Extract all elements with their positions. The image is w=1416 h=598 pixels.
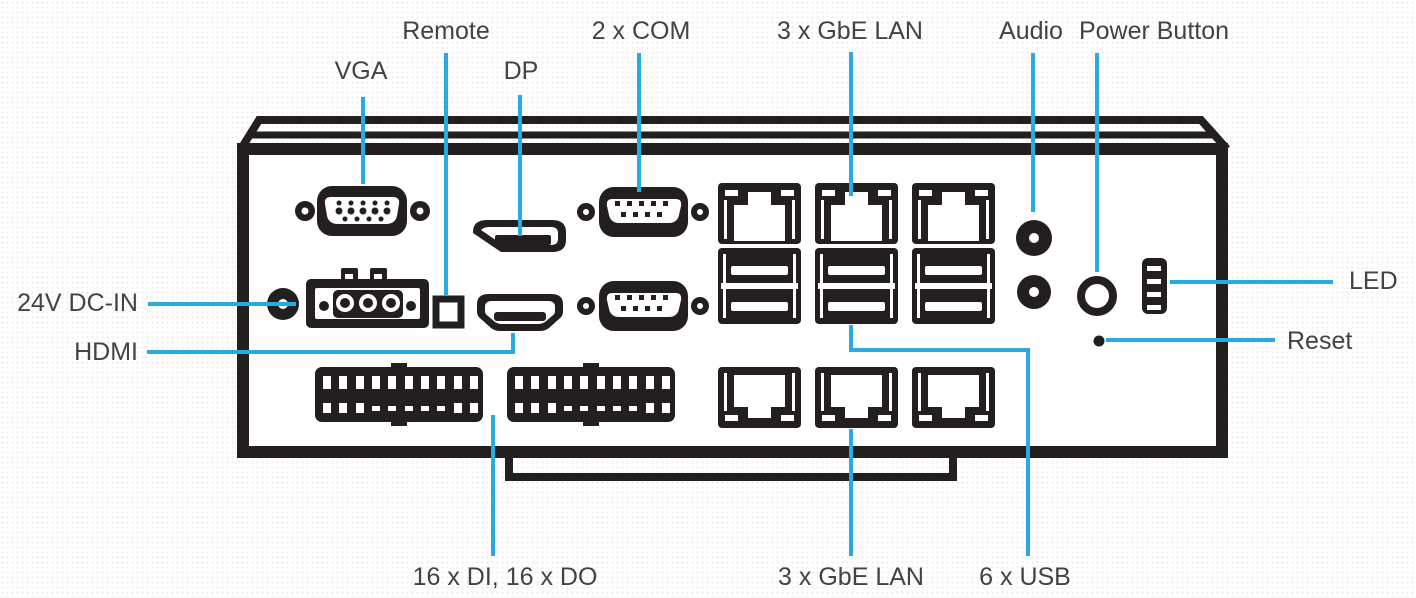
lan-port-top-2: [815, 183, 898, 244]
lan-port-bottom-2: [815, 367, 898, 428]
usb-stack-2: [815, 248, 898, 324]
reset-hole: [1093, 335, 1105, 347]
callout-hdmi: HDMI: [74, 338, 138, 366]
callout-leader-lines: [147, 52, 1333, 556]
callout-remote: Remote: [402, 17, 490, 45]
callout-power-button: Power Button: [1078, 17, 1230, 45]
vga-connector: [295, 186, 430, 236]
callout-reset: Reset: [1287, 327, 1353, 355]
power-button: [1077, 276, 1117, 316]
leader-hdmi: [147, 333, 515, 354]
chassis-foot: [505, 452, 957, 481]
usb-stack-3: [912, 248, 995, 324]
callout-vga: VGA: [334, 57, 388, 85]
lan-port-bottom-1: [718, 367, 801, 428]
dio-terminal-block-2: [507, 363, 675, 426]
audio-jacks: [1016, 220, 1052, 309]
callout-audio: Audio: [999, 17, 1063, 45]
callout-dp: DP: [503, 57, 539, 85]
callout-dc-in: 24V DC-IN: [17, 289, 138, 317]
callout-dio: 16 x DI, 16 x DO: [412, 563, 598, 591]
callout-lan-bottom: 3 x GbE LAN: [778, 563, 924, 591]
led-indicator: [1142, 258, 1167, 314]
chassis-top-rim: [237, 116, 1230, 152]
lan-port-top-3: [912, 183, 995, 244]
callout-led: LED: [1349, 267, 1398, 295]
dio-terminal-block-1: [315, 363, 483, 426]
leader-usb: [849, 325, 1030, 556]
hdmi-connector: [477, 294, 563, 331]
remote-connector: [432, 295, 465, 329]
usb-stack-1: [718, 248, 801, 324]
callout-usb: 6 x USB: [979, 563, 1071, 591]
lan-port-bottom-3: [912, 367, 995, 428]
callout-lan-top: 3 x GbE LAN: [777, 17, 923, 45]
dc-in-connector: [267, 268, 429, 328]
lan-port-top-1: [718, 183, 801, 244]
callout-com: 2 x COM: [591, 17, 691, 45]
